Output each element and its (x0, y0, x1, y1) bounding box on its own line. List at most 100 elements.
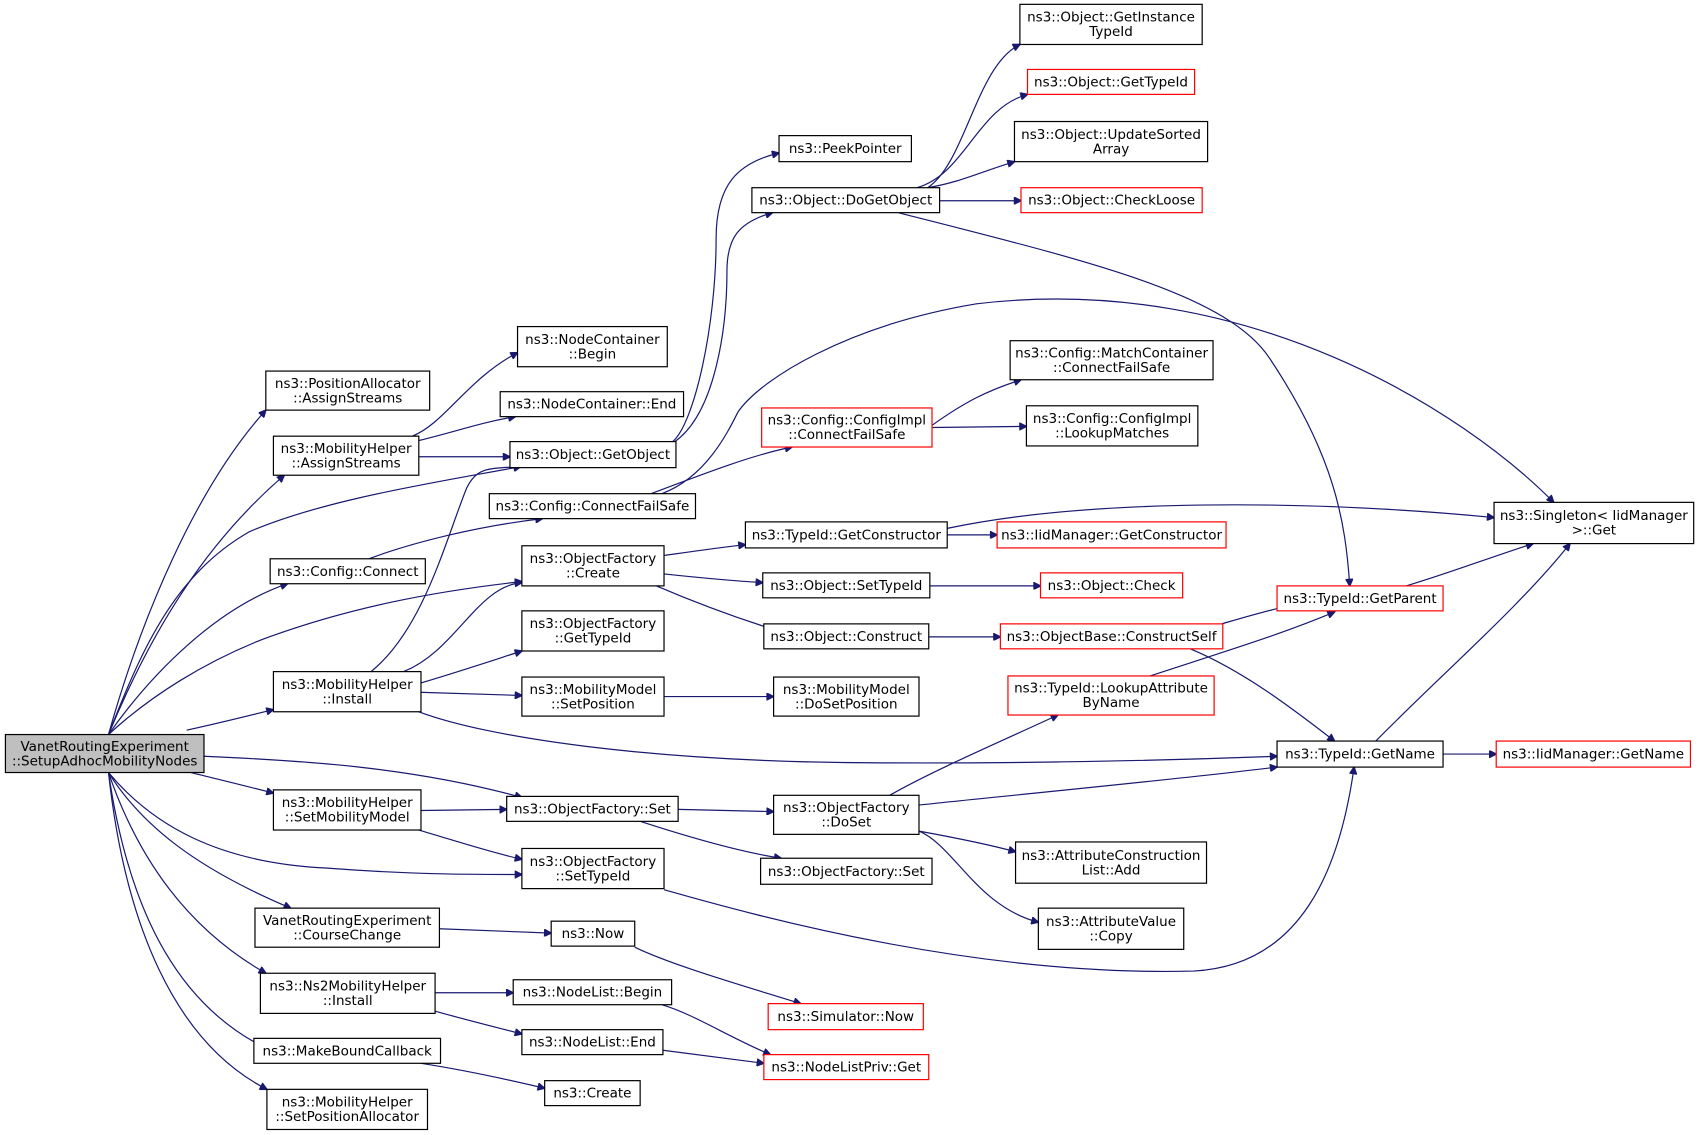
node-obj-gettypeid[interactable]: ns3::Object::GetTypeId (1026, 68, 1196, 95)
node-label: ns3::Object::Check (1048, 578, 1176, 594)
node-label: ns3::TypeId::GetConstructor (752, 527, 942, 543)
node-label: ::Begin (569, 346, 617, 362)
node-of-gettypeid[interactable]: ns3::ObjectFactory::GetTypeId (521, 610, 665, 652)
node-mob-install[interactable]: ns3::MobilityHelper::Install (272, 671, 422, 713)
node-config-connect[interactable]: ns3::Config::Connect (269, 558, 426, 585)
node-label: ns3::AttributeValue (1046, 914, 1176, 930)
call-edges (109, 44, 1570, 1089)
call-edge (435, 1011, 522, 1034)
call-edge (109, 773, 267, 1090)
node-label: ns3::Config::ConfigImpl (1033, 411, 1191, 427)
node-mob-assign[interactable]: ns3::MobilityHelper::AssignStreams (272, 435, 420, 476)
call-edge (109, 410, 266, 734)
call-edge (675, 213, 773, 442)
node-root[interactable]: VanetRoutingExperiment::SetupAdhocMobili… (4, 733, 205, 774)
node-label: ns3::IidManager::GetConstructor (1001, 527, 1222, 543)
node-make-bound[interactable]: ns3::MakeBoundCallback (253, 1037, 442, 1064)
node-label: ns3::Object::SetTypeId (770, 578, 922, 594)
node-label: ::SetTypeId (556, 868, 631, 884)
node-obj-construct[interactable]: ns3::Object::Construct (763, 623, 930, 650)
node-obj-dogetobject[interactable]: ns3::Object::DoGetObject (751, 187, 941, 214)
node-label: ns3::TypeId::GetParent (1283, 591, 1436, 607)
call-edge (1376, 544, 1570, 741)
node-posalloc-assign[interactable]: ns3::PositionAllocator::AssignStreams (265, 370, 431, 411)
node-label: ns3::MobilityHelper (281, 441, 412, 457)
node-label: >::Get (1572, 523, 1616, 539)
node-nl-begin[interactable]: ns3::NodeList::Begin (512, 979, 673, 1006)
node-singleton-get[interactable]: ns3::Singleton< IidManager>::Get (1493, 501, 1695, 545)
call-edge (640, 821, 781, 858)
node-now[interactable]: ns3::Now (550, 920, 636, 947)
call-edge (919, 767, 1277, 805)
node-label: ns3::NodeListPriv::Get (771, 1060, 921, 1076)
call-edge (191, 773, 273, 794)
call-edge (664, 574, 763, 583)
call-edge (419, 712, 1277, 763)
node-label: ns3::ObjectBase::ConstructSelf (1007, 629, 1218, 645)
node-tid-getparent[interactable]: ns3::TypeId::GetParent (1276, 585, 1444, 612)
node-label: TypeId (1088, 24, 1133, 40)
function-nodes: VanetRoutingExperiment::SetupAdhocMobili… (4, 3, 1695, 1131)
node-label: ns3::TypeId::GetName (1285, 747, 1435, 763)
node-of-set[interactable]: ns3::ObjectFactory::Set (506, 795, 679, 822)
node-label: ns3::IidManager::GetName (1503, 747, 1685, 763)
node-label: ns3::NodeContainer (525, 332, 660, 348)
node-obj-getobject[interactable]: ns3::Object::GetObject (509, 440, 677, 469)
node-label: ns3::Object::GetTypeId (1034, 74, 1188, 90)
node-ob-constructself[interactable]: ns3::ObjectBase::ConstructSelf (999, 623, 1224, 650)
node-obj-settypeid[interactable]: ns3::Object::SetTypeId (762, 572, 931, 599)
node-iid-getname[interactable]: ns3::IidManager::GetName (1495, 740, 1692, 768)
call-edge (898, 213, 1349, 586)
node-of-doset[interactable]: ns3::ObjectFactory::DoSet (773, 794, 920, 835)
node-cfg-match[interactable]: ns3::Config::MatchContainer::ConnectFail… (1009, 340, 1214, 381)
node-of-create[interactable]: ns3::ObjectFactory::Create (521, 545, 665, 587)
node-label: ns3::Create (553, 1086, 631, 1102)
node-label: ns3::Ns2MobilityHelper (269, 979, 426, 995)
call-edge (1190, 649, 1334, 741)
node-of-set2[interactable]: ns3::ObjectFactory::Set (759, 857, 933, 885)
node-label: ns3::Config::ConnectFailSafe (496, 499, 690, 515)
node-mm-dosetpos[interactable]: ns3::MobilityModel::DoSetPosition (773, 676, 920, 717)
call-edge (412, 353, 517, 437)
node-label: ::ConnectFailSafe (788, 427, 905, 443)
node-label: ns3::Object::UpdateSorted (1021, 127, 1201, 143)
node-nc-end[interactable]: ns3::NodeContainer::End (499, 391, 685, 418)
call-edge (109, 773, 266, 974)
node-peek[interactable]: ns3::PeekPointer (778, 135, 913, 163)
node-of-settypeid[interactable]: ns3::ObjectFactory::SetTypeId (521, 847, 665, 890)
node-mob-setpos[interactable]: ns3::MobilityHelper::SetPositionAllocato… (266, 1088, 429, 1131)
node-nlp-get[interactable]: ns3::NodeListPriv::Get (763, 1054, 930, 1081)
node-label: ::GetTypeId (555, 631, 632, 647)
node-cfg-connectfs[interactable]: ns3::Config::ConnectFailSafe (488, 493, 697, 520)
call-edge (662, 1005, 771, 1055)
node-obj-checkloose[interactable]: ns3::Object::CheckLoose (1020, 187, 1203, 214)
node-iid-getctor[interactable]: ns3::IidManager::GetConstructor (996, 521, 1227, 549)
call-edge (673, 153, 779, 442)
node-obj-check[interactable]: ns3::Object::Check (1039, 572, 1184, 599)
node-label: ::DoSet (821, 815, 871, 831)
node-mm-setpos[interactable]: ns3::MobilityModel::SetPosition (521, 676, 665, 717)
node-cfgimpl-lookup[interactable]: ns3::Config::ConfigImpl::LookupMatches (1025, 405, 1199, 447)
call-edge (419, 692, 522, 695)
node-nc-begin[interactable]: ns3::NodeContainer::Begin (516, 325, 668, 368)
call-edge (109, 475, 285, 734)
node-label: ::AssignStreams (293, 390, 402, 406)
node-tid-getname[interactable]: ns3::TypeId::GetName (1276, 740, 1444, 768)
node-vre-course[interactable]: VanetRoutingExperiment::CourseChange (254, 907, 441, 948)
node-tid-getctor[interactable]: ns3::TypeId::GetConstructor (744, 521, 948, 549)
call-edge (635, 947, 801, 1003)
node-label: ::LookupMatches (1055, 426, 1169, 442)
node-mob-setmodel[interactable]: ns3::MobilityHelper::SetMobilityModel (272, 789, 422, 831)
node-nl-end[interactable]: ns3::NodeList::End (521, 1029, 664, 1056)
node-label: ::SetMobilityModel (285, 810, 410, 826)
node-cfgimpl-connectfs[interactable]: ns3::Config::ConfigImpl::ConnectFailSafe (761, 407, 933, 448)
node-sim-now[interactable]: ns3::Simulator::Now (767, 1003, 924, 1031)
node-label: ns3::ObjectFactory::Set (514, 801, 671, 817)
node-ns2-install[interactable]: ns3::Ns2MobilityHelper::Install (259, 972, 436, 1014)
node-create[interactable]: ns3::Create (544, 1080, 641, 1107)
node-av-copy[interactable]: ns3::AttributeValue::Copy (1037, 907, 1185, 950)
